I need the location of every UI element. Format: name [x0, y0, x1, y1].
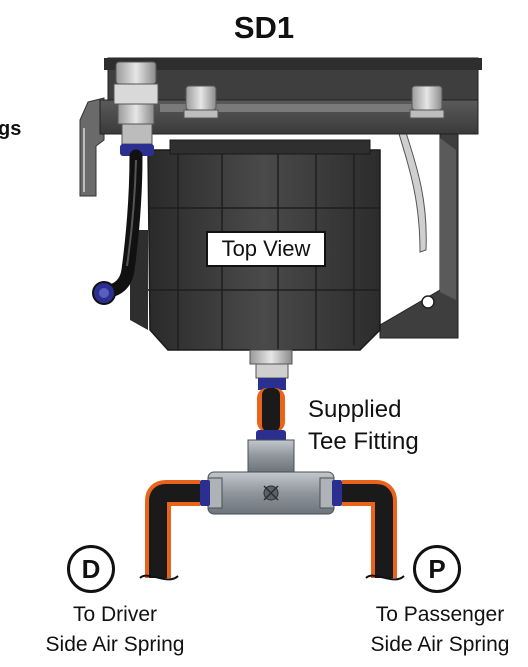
passenger-label-line2: Side Air Spring	[370, 633, 510, 656]
mounting-nut	[409, 85, 445, 119]
driver-side-hose	[139, 480, 200, 581]
tee-label-line2: Tee Fitting	[308, 428, 419, 455]
mounting-nut	[183, 85, 219, 119]
truncated-left-label: gs	[0, 118, 22, 140]
driver-label-line1: To Driver	[72, 603, 157, 626]
tee-fitting-label: Supplied Tee Fitting	[308, 394, 419, 458]
passenger-side-hose	[342, 480, 405, 581]
tee-fitting	[200, 439, 342, 515]
top-view-label: Top View	[206, 231, 326, 267]
left-port-fitting	[113, 61, 159, 156]
bottom-outlet-fitting	[249, 349, 293, 390]
supply-hose	[256, 388, 286, 442]
passenger-badge: P	[413, 545, 461, 593]
left-side-hose	[92, 149, 143, 305]
diagram-title: SD1	[233, 10, 295, 45]
tee-label-line1: Supplied	[308, 396, 402, 423]
passenger-side-label: To Passenger Side Air Spring	[345, 600, 528, 660]
driver-side-label: To Driver Side Air Spring	[20, 600, 210, 660]
driver-badge: D	[67, 545, 115, 593]
passenger-label-line1: To Passenger	[375, 603, 505, 626]
driver-label-line2: Side Air Spring	[45, 633, 185, 656]
